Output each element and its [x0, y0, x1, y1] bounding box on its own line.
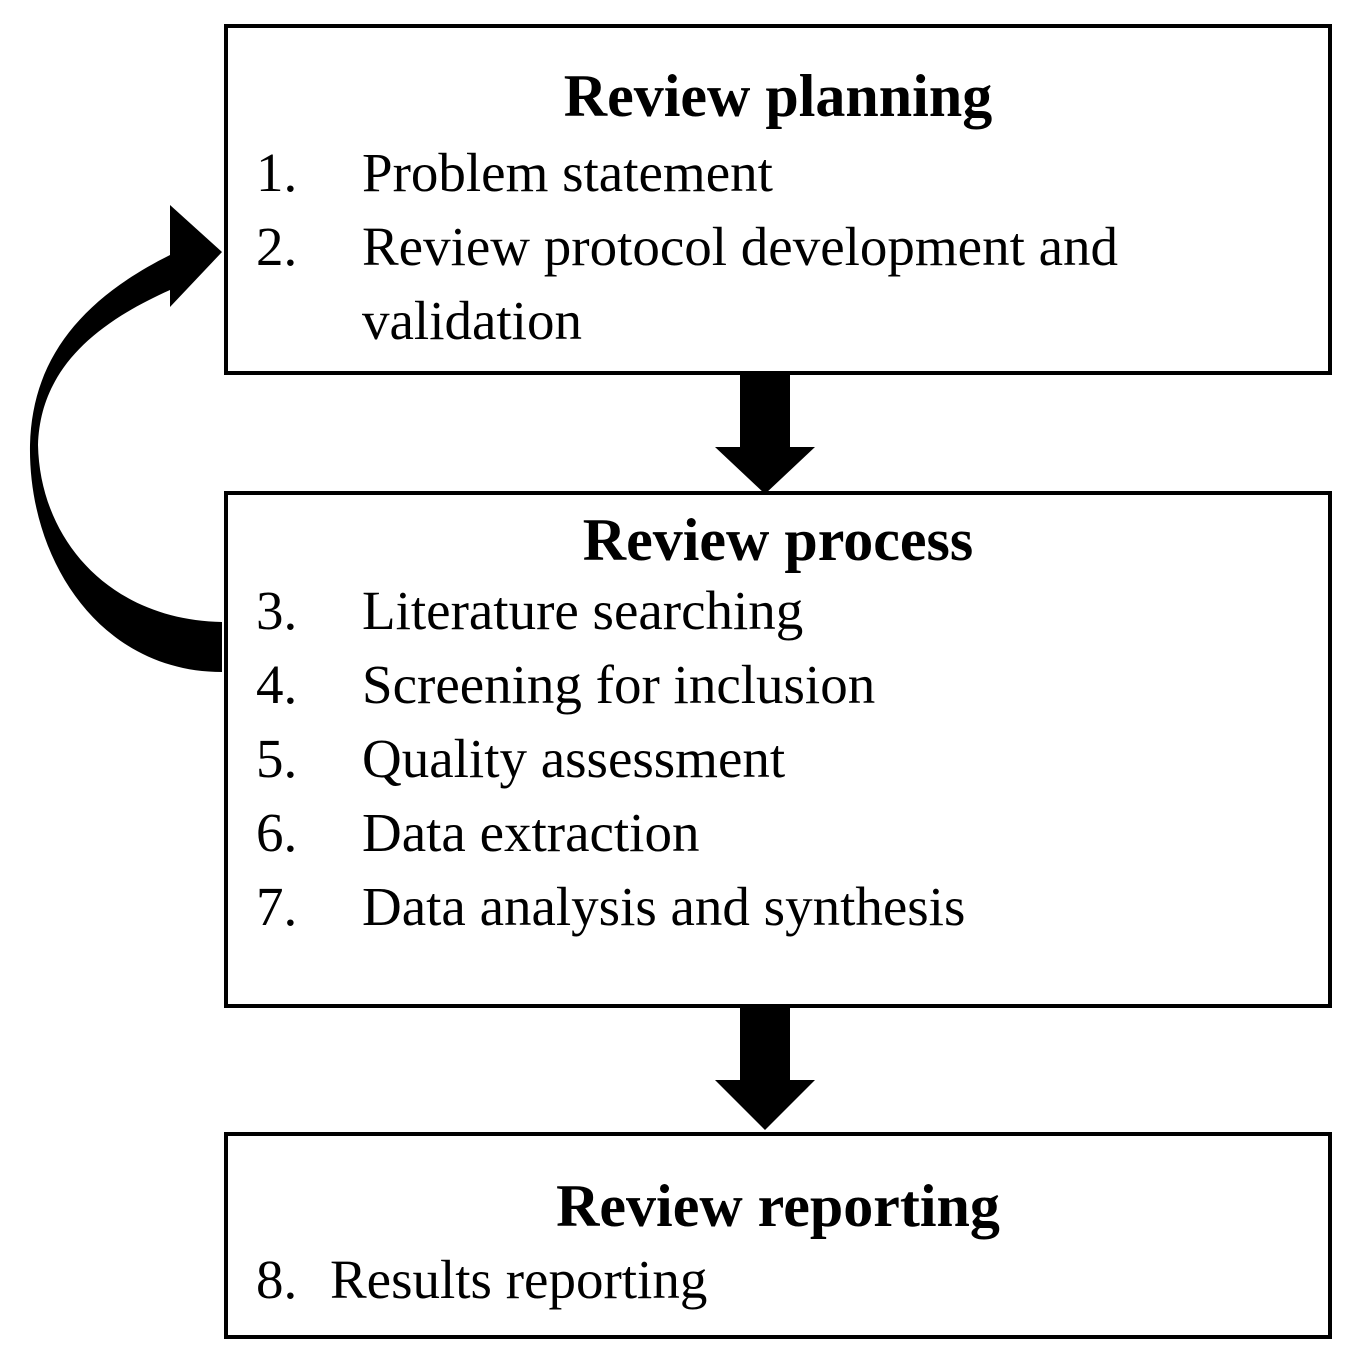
step-item: 2. Review protocol development and valid… [256, 210, 1318, 358]
step-text: Literature searching [362, 580, 804, 641]
step-item: 6. Data extraction [256, 796, 1318, 870]
step-item: 5. Quality assessment [256, 722, 1318, 796]
step-number: 8. [256, 1249, 298, 1310]
step-number: 5. [256, 728, 298, 789]
step-number: 7. [256, 876, 298, 937]
step-text: Results reporting [330, 1249, 708, 1310]
review-reporting-title: Review reporting [556, 1173, 1000, 1239]
step-item: 4. Screening for inclusion [256, 648, 1318, 722]
step-text: Problem statement [362, 142, 773, 203]
step-item: 3. Literature searching [256, 574, 1318, 648]
step-number: 1. [256, 142, 298, 203]
down-arrow-icon-1 [715, 375, 815, 494]
step-text: Review protocol development and validati… [362, 216, 1119, 351]
review-planning-box: Review planning 1. Problem statement 2. … [224, 24, 1332, 375]
step-item: 8. Results reporting [256, 1243, 1318, 1317]
review-planning-steps: 1. Problem statement 2. Review protocol … [256, 136, 1318, 358]
review-process-title: Review process [582, 507, 974, 573]
review-process-box: Review process 3. Literature searching 4… [224, 491, 1332, 1008]
review-planning-title: Review planning [563, 63, 993, 129]
down-arrow-icon-2 [715, 1008, 815, 1130]
review-reporting-box: Review reporting 8. Results reporting [224, 1132, 1332, 1339]
review-reporting-steps: 8. Results reporting [256, 1243, 1318, 1317]
step-text: Screening for inclusion [362, 654, 876, 715]
step-text: Data analysis and synthesis [362, 876, 966, 937]
step-text: Quality assessment [362, 728, 786, 789]
step-item: 7. Data analysis and synthesis [256, 870, 1318, 944]
step-number: 2. [256, 216, 298, 277]
step-number: 6. [256, 802, 298, 863]
step-number: 3. [256, 580, 298, 641]
step-number: 4. [256, 654, 298, 715]
curved-feedback-arrow-icon [29, 205, 222, 672]
review-process-steps: 3. Literature searching 4. Screening for… [256, 574, 1318, 944]
step-item: 1. Problem statement [256, 136, 1318, 210]
step-text: Data extraction [362, 802, 700, 863]
